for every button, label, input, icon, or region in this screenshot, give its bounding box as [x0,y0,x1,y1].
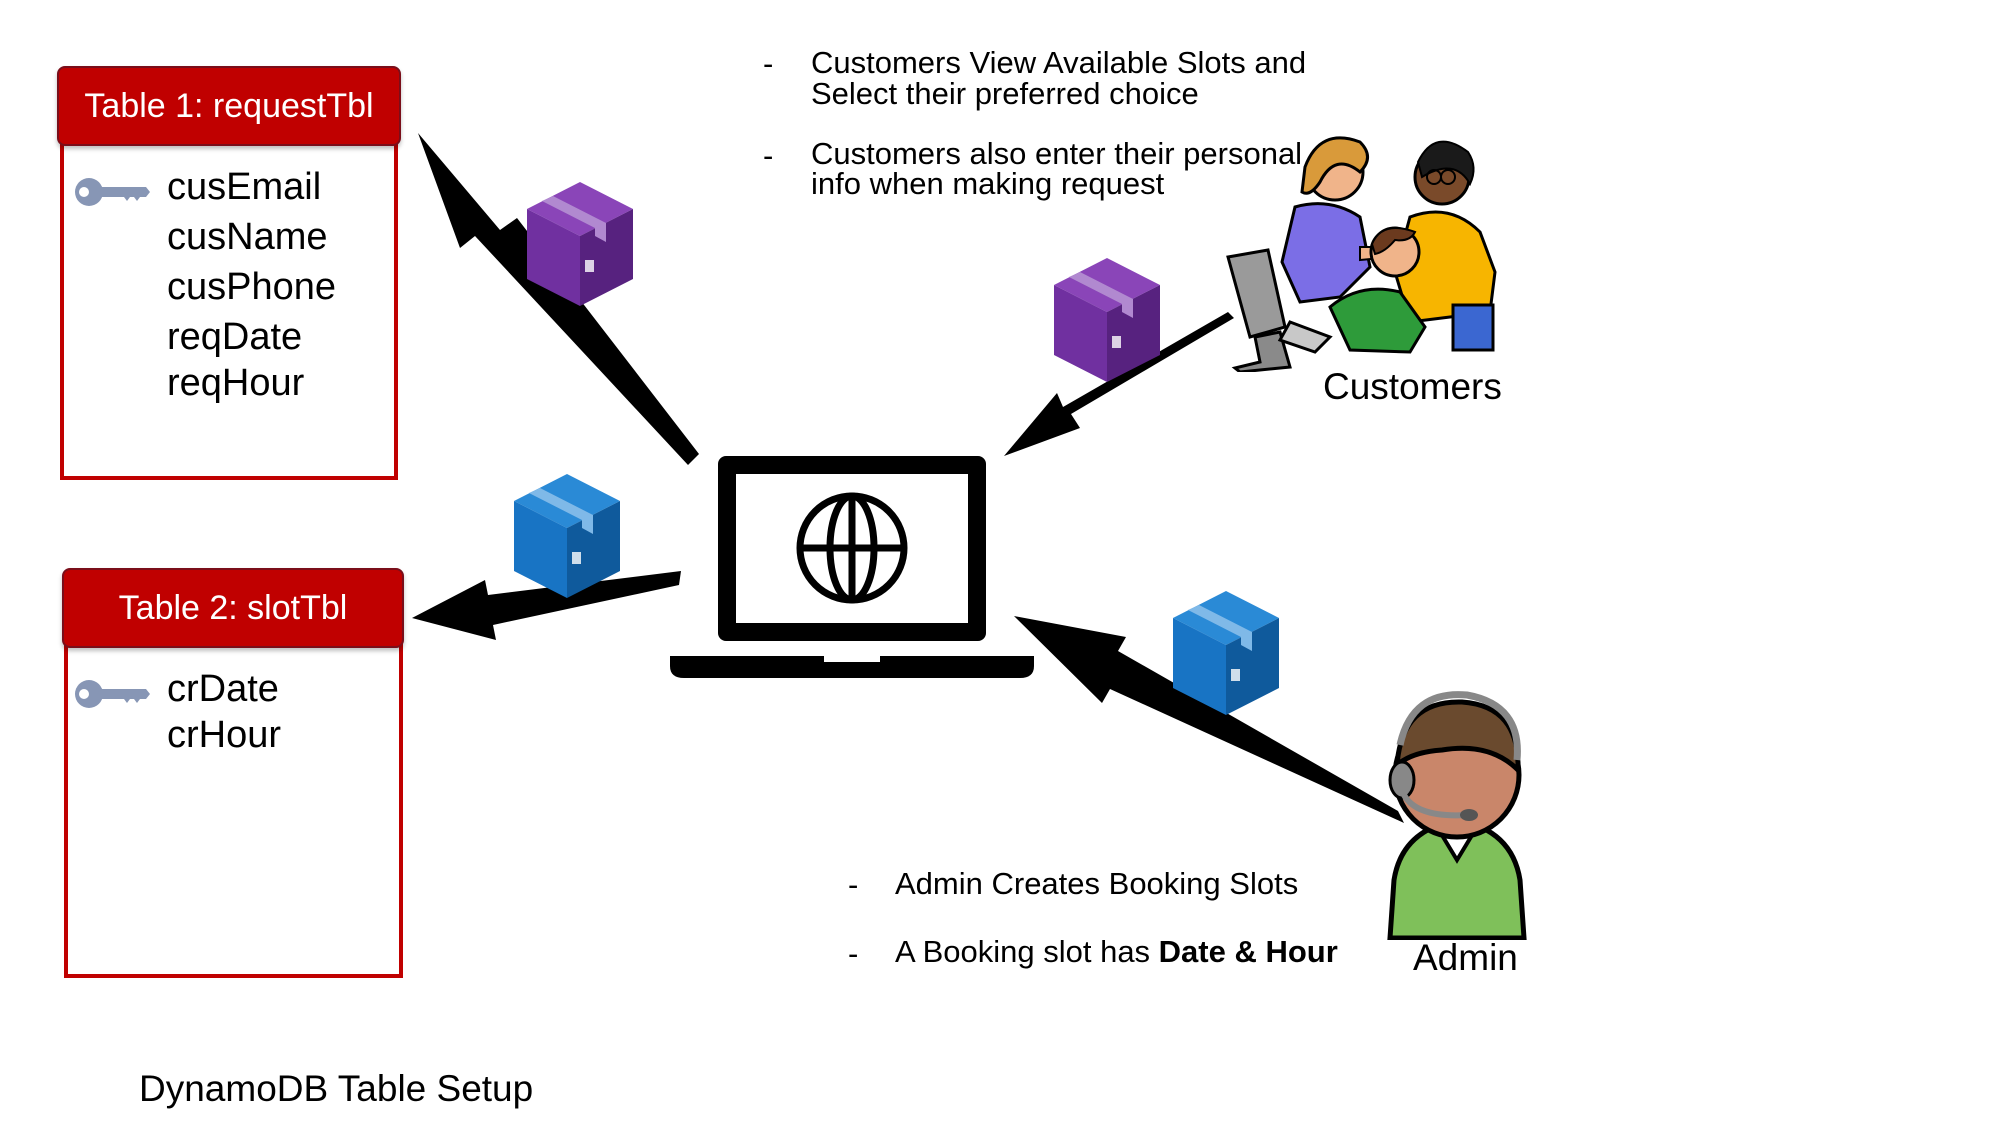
bullet-dash: - [763,138,774,173]
key-icon [75,178,150,206]
field-reqDate: reqDate [167,316,303,358]
table-header-label: Table 1: requestTbl [84,86,374,125]
customer-note-1-line1: Customers View Available Slots and [811,45,1307,80]
field-cusEmail: cusEmail [167,166,322,208]
admin-note-1: Admin Creates Booking Slots [895,866,1299,901]
table-header-requestTbl: Table 1: requestTbl [57,66,401,146]
key-icon [75,680,150,708]
customers-label: Customers [1323,366,1502,407]
arrow-to-slotTbl [412,571,681,640]
package-icon [1054,258,1160,382]
bullet-dash: - [763,46,774,81]
field-cusPhone: cusPhone [167,266,337,308]
admin-headset-illustration [1387,691,1527,940]
bullet-dash: - [848,936,859,971]
field-crHour: crHour [167,714,282,756]
field-cusName: cusName [167,216,328,258]
arrow-from-admin [1014,616,1404,823]
customer-note-1-line2: Select their preferred choice [811,76,1199,111]
field-crDate: crDate [167,668,279,710]
diagram-caption: DynamoDB Table Setup [139,1068,534,1109]
field-reqHour: reqHour [167,362,305,404]
customer-note-2-line1: Customers also enter their personal [811,136,1303,171]
arrow-from-customers [1004,312,1234,456]
admin-note-2-text: A Booking slot has [895,934,1159,969]
package-icon [527,182,633,306]
admin-label: Admin [1413,937,1518,978]
customers-illustration [1226,136,1497,372]
customer-note-2-line2: info when making request [811,166,1165,201]
table-header-slotTbl: Table 2: slotTbl [62,568,404,648]
table-header-label: Table 2: slotTbl [118,588,348,627]
arrow-to-requestTbl [418,133,699,465]
admin-note-2: A Booking slot has Date & Hour [895,936,1338,967]
bullet-dash: - [848,867,859,902]
table-requestTbl [60,95,398,480]
package-icon [1173,591,1279,715]
package-icon [514,474,620,598]
admin-note-2-bold: Date & Hour [1158,934,1338,969]
laptop-globe-icon [670,456,1034,678]
table-slotTbl [64,600,403,978]
